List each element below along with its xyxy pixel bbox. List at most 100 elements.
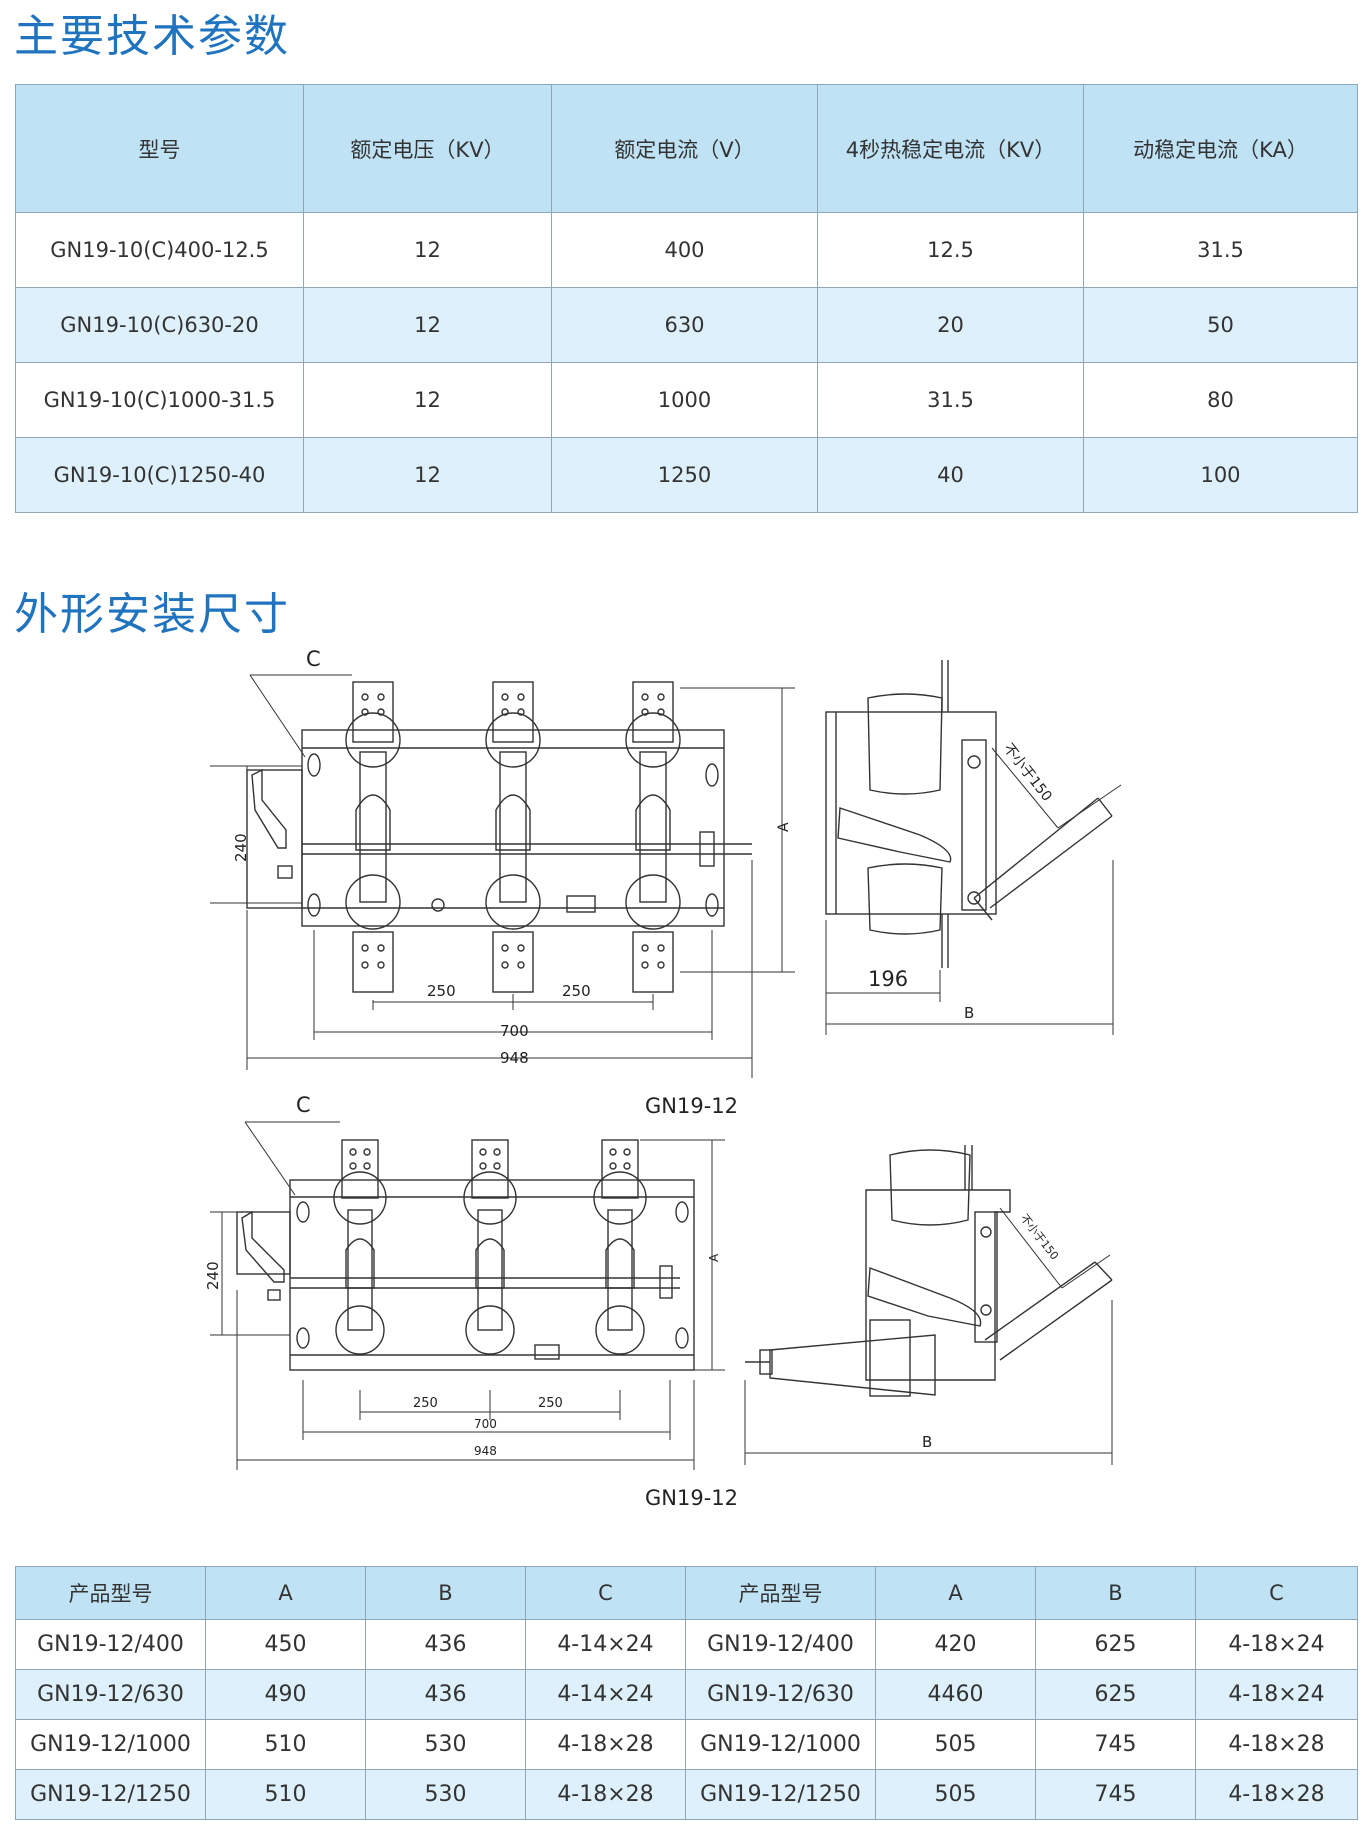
section-title-specs: 主要技术参数 [14,11,290,62]
cell: 436 [365,1619,526,1670]
cell: 530 [365,1769,526,1820]
d1-label-c: C [306,647,321,671]
d1-label-948: 948 [500,1049,529,1067]
cell: 12 [303,287,552,363]
drawing2-side-view [745,1145,1113,1397]
cell: 40 [817,437,1084,513]
cell: 4-14×24 [525,1669,686,1720]
header-a-2: A [875,1566,1036,1620]
cell: 505 [875,1719,1036,1770]
d2-side-note: 不小于150 [1018,1212,1061,1263]
d2-label-250a: 250 [413,1396,438,1411]
drawing1-dimensions [210,674,795,1078]
table-row: GN19-10(C)1000-31.5 12 1000 31.5 80 [15,362,1358,438]
d1-label-700: 700 [500,1022,529,1040]
header-dynamic-current: 动稳定电流（KA） [1083,84,1358,213]
cell: 630 [551,287,818,363]
d2-label-b: B [922,1433,932,1451]
cell: 510 [205,1719,366,1770]
cell: 100 [1083,437,1358,513]
drawing1-side-dimensions [825,747,1122,1035]
cell: 505 [875,1769,1036,1820]
cell: 4-18×28 [1195,1719,1358,1770]
cell: 31.5 [817,362,1084,438]
cell: 420 [875,1619,1036,1670]
cell: 490 [205,1669,366,1720]
header-a: A [205,1566,366,1620]
drawing2-front-view [236,1139,695,1371]
cell: GN19-12/1250 [15,1769,206,1820]
cell: 745 [1035,1769,1196,1820]
d1-label-250b: 250 [562,982,591,1000]
cell: 530 [365,1719,526,1770]
cell: GN19-10(C)630-20 [15,287,304,363]
cell: 4-18×28 [525,1769,686,1820]
cell: GN19-10(C)1250-40 [15,437,304,513]
header-c-2: C [1195,1566,1358,1620]
header-rated-voltage: 额定电压（KV） [303,84,552,213]
table-row: GN19-10(C)1250-40 12 1250 40 100 [15,437,1358,513]
cell: 12 [303,437,552,513]
d1-label-a: A [776,822,792,832]
table-row: GN19-10(C)630-20 12 630 20 50 [15,287,1358,363]
cell: GN19-12/400 [685,1619,876,1670]
cell: 745 [1035,1719,1196,1770]
header-product-model: 产品型号 [15,1566,206,1620]
table-row: GN19-12/400 450 436 4-14×24 GN19-12/400 … [15,1619,1358,1670]
cell: GN19-12/1000 [15,1719,206,1770]
d1-label-b: B [964,1004,974,1022]
d2-label-240: 240 [204,1261,222,1290]
d2-label-250b: 250 [538,1396,563,1411]
cell: 20 [817,287,1084,363]
header-c: C [525,1566,686,1620]
cell: 436 [365,1669,526,1720]
drawing1-side-view [825,660,1113,968]
header-b-2: B [1035,1566,1196,1620]
d2-caption: GN19-12 [645,1486,738,1510]
cell: 4460 [875,1669,1036,1720]
cell: GN19-12/1000 [685,1719,876,1770]
dim-header-row: 产品型号 A B C 产品型号 A B C [15,1566,1358,1620]
table-row: GN19-12/1000 510 530 4-18×28 GN19-12/100… [15,1719,1358,1770]
d1-label-196: 196 [868,967,908,991]
d1-label-240: 240 [232,833,250,862]
section-title-dimensions: 外形安装尺寸 [14,589,290,640]
header-b: B [365,1566,526,1620]
table-row: GN19-12/630 490 436 4-14×24 GN19-12/630 … [15,1669,1358,1720]
drawing1-front-view [246,681,752,993]
cell: 510 [205,1769,366,1820]
spec-header-row: 型号 额定电压（KV） 额定电流（V） 4秒热稳定电流（KV） 动稳定电流（KA… [15,84,1358,213]
cell: 50 [1083,287,1358,363]
header-product-model-2: 产品型号 [685,1566,876,1620]
cell: 12.5 [817,212,1084,288]
cell: 1000 [551,362,818,438]
drawing2-side-dimensions [744,1207,1113,1465]
cell: 4-14×24 [525,1619,686,1670]
cell: 12 [303,212,552,288]
cell: 625 [1035,1669,1196,1720]
d2-label-700: 700 [474,1417,497,1431]
d2-label-a: A [707,1253,721,1262]
table-row: GN19-12/1250 510 530 4-18×28 GN19-12/125… [15,1769,1358,1820]
d2-label-948: 948 [474,1444,497,1458]
cell: 450 [205,1619,366,1670]
header-rated-current: 额定电流（V） [551,84,818,213]
cell: 31.5 [1083,212,1358,288]
cell: 4-18×24 [1195,1619,1358,1670]
drawing2-dimensions [210,1121,725,1470]
dimension-table: 产品型号 A B C 产品型号 A B C GN19-12/400 450 43… [15,1566,1358,1820]
cell: 625 [1035,1619,1196,1670]
d1-caption: GN19-12 [645,1094,738,1118]
cell: GN19-12/630 [15,1669,206,1720]
d2-label-c: C [296,1093,311,1117]
cell: GN19-10(C)400-12.5 [15,212,304,288]
cell: 12 [303,362,552,438]
cell: 4-18×28 [525,1719,686,1770]
cell: 4-18×28 [1195,1769,1358,1820]
cell: 4-18×24 [1195,1669,1358,1720]
cell: GN19-12/400 [15,1619,206,1670]
d1-label-250a: 250 [427,982,456,1000]
cell: 1250 [551,437,818,513]
header-model: 型号 [15,84,304,213]
